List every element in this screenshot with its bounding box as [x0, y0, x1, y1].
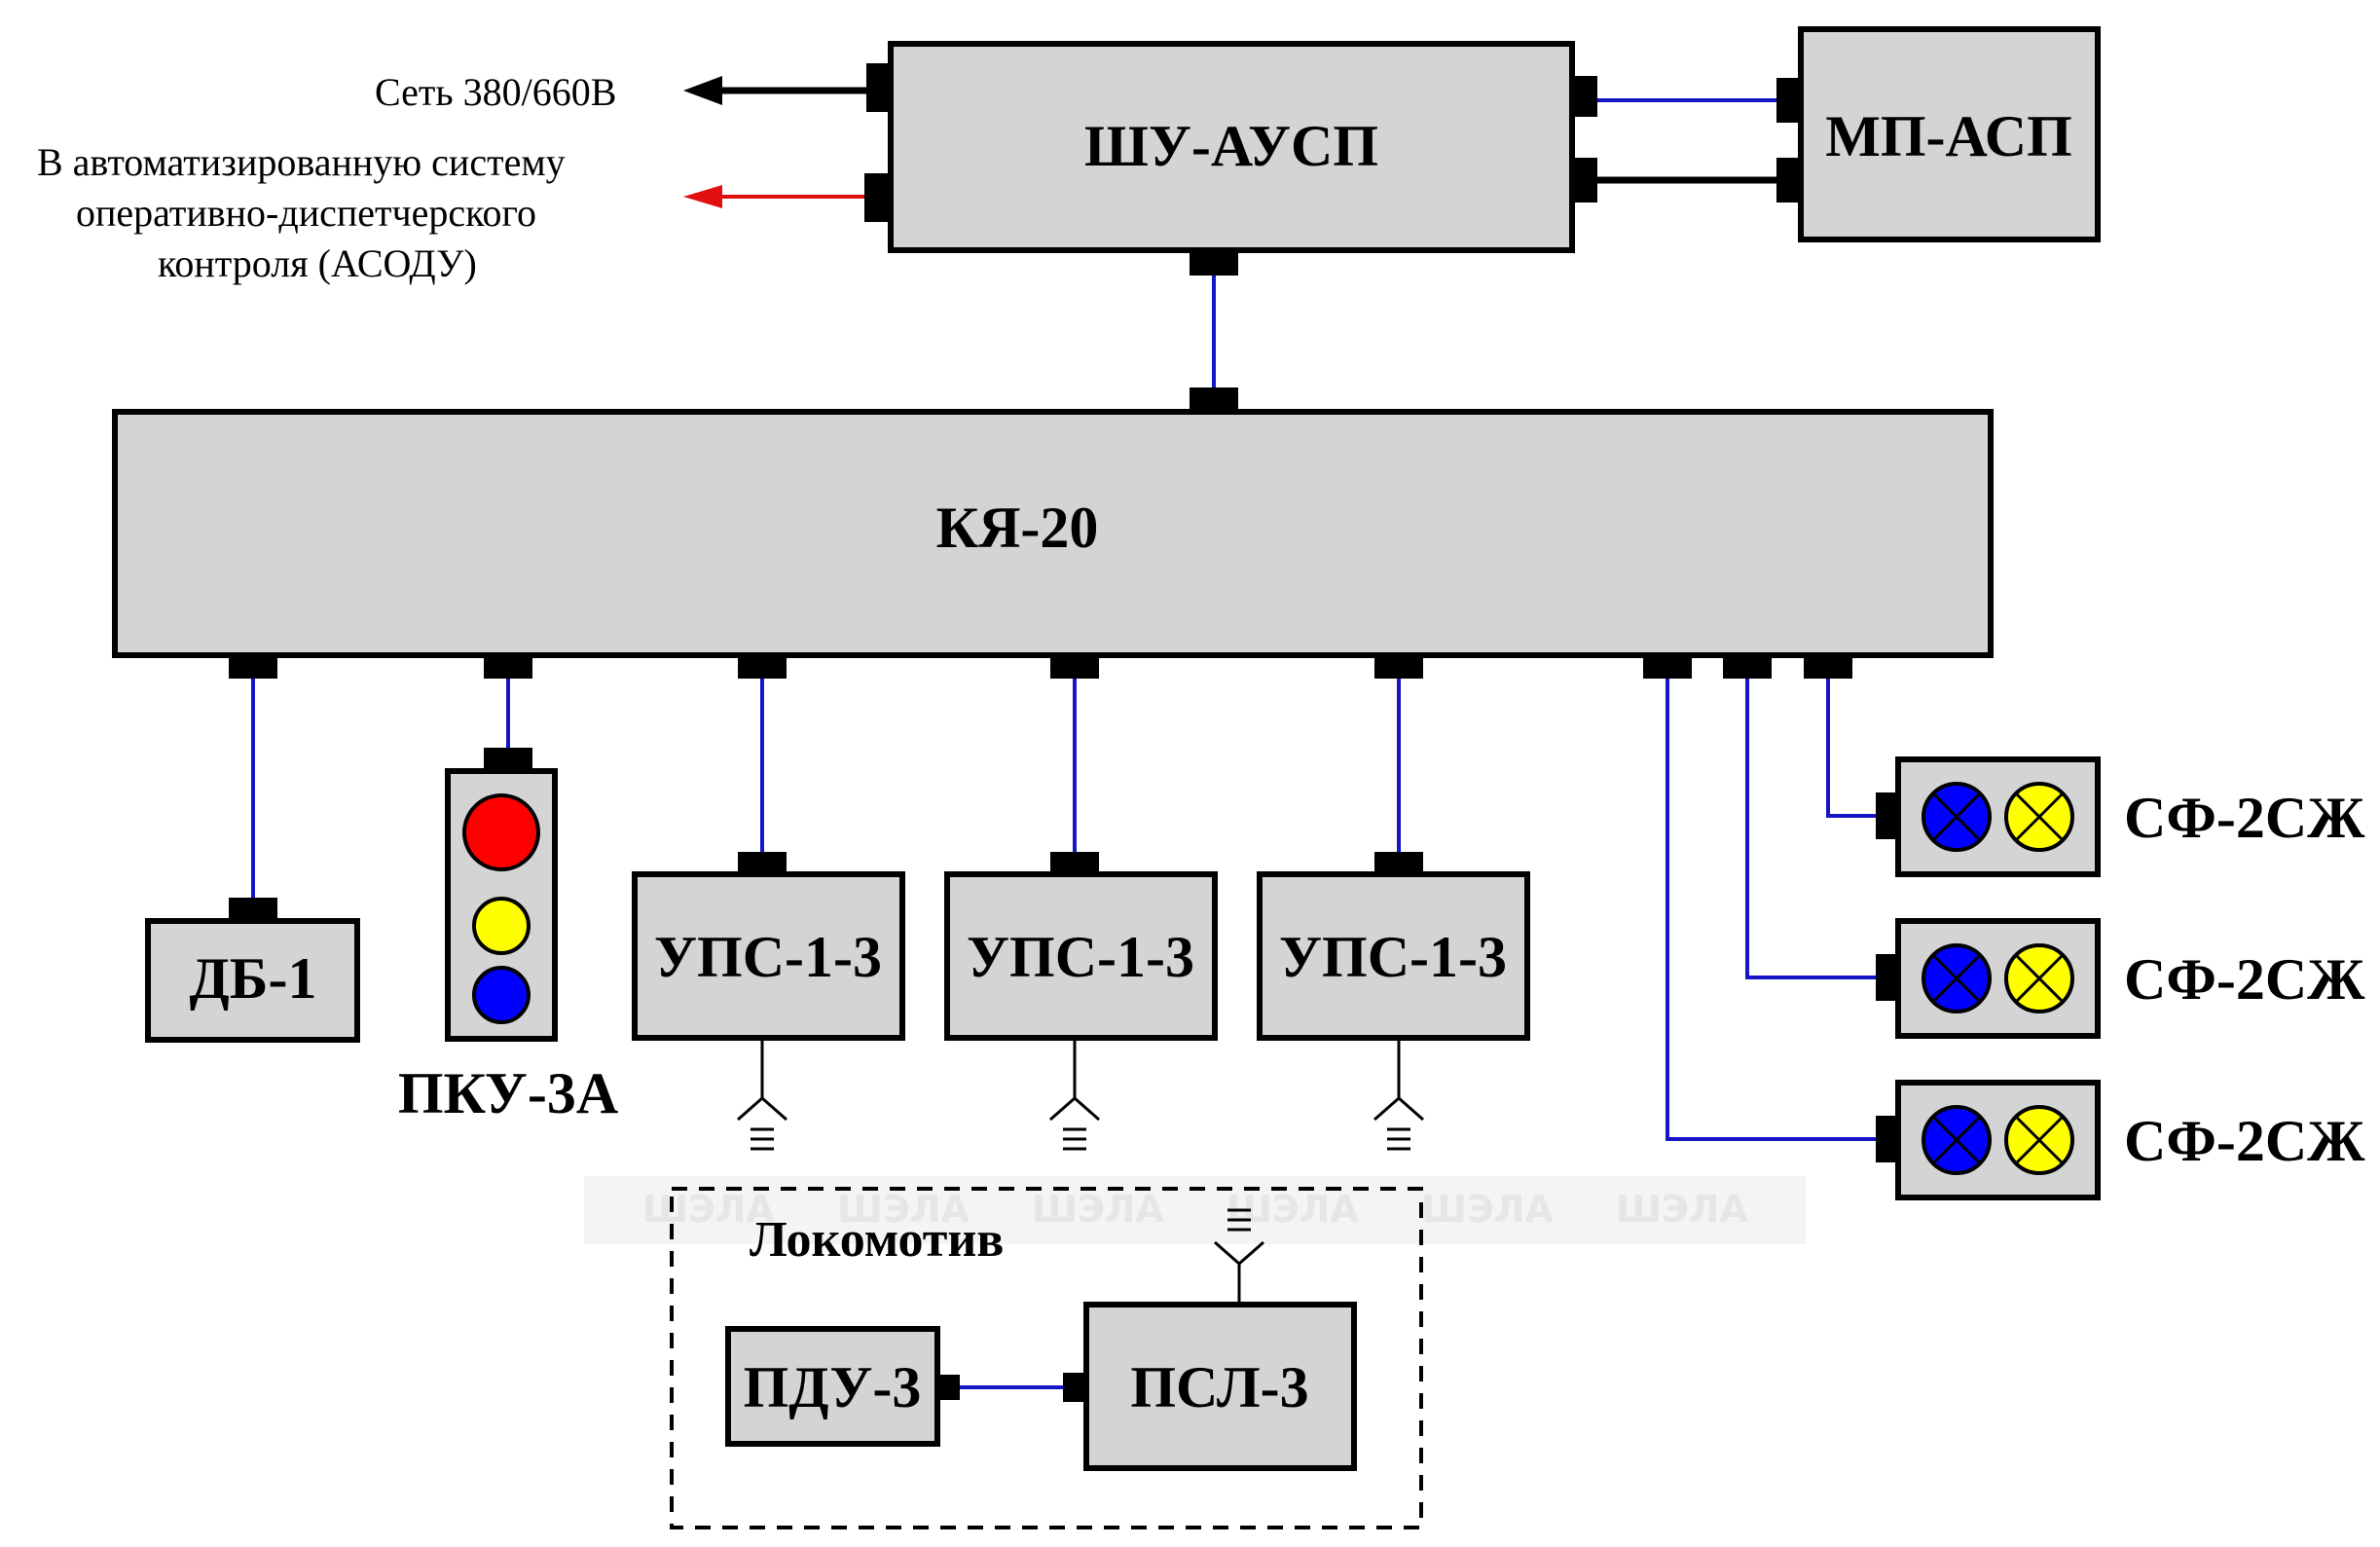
db-1-block: ДБ-1: [145, 898, 360, 1043]
pdu-3-block: ПДУ-3: [725, 1326, 960, 1447]
asodu-label-line-2: оперативно-диспетчерского: [76, 191, 536, 235]
watermark-text-5: ШЭЛА: [1421, 1188, 1554, 1231]
shu-ausp-label: ШУ-АУСП: [1084, 114, 1378, 178]
blue-lamp-icon: [472, 966, 531, 1024]
yellow-lamp-icon: [472, 897, 531, 955]
sf-1-block: [1876, 756, 2101, 877]
kya-sf-2-wire: [1745, 679, 1876, 979]
pku-3a-block: [445, 748, 558, 1042]
ups-3-label: УПС-1-3: [1279, 925, 1507, 989]
shu-mp-connector-2: [1572, 158, 1597, 203]
kya-20-label: КЯ-20: [936, 496, 1099, 560]
ups-2-block: УПС-1-3: [944, 679, 1218, 1151]
kya-connector-db: [229, 655, 277, 679]
watermark-text-6: ШЭЛА: [1616, 1188, 1748, 1231]
asodu-arrow-icon: [683, 185, 722, 208]
shu-ausp-block: ШУ-АУСП: [864, 41, 1597, 276]
locomotive-group: Локомотив ПДУ-3 ПСЛ-3: [670, 1187, 1423, 1529]
psl-connector: [1063, 1373, 1086, 1402]
sf-1-yellow-lamp-icon: [2004, 782, 2074, 852]
kya-connector-sf-2: [1723, 655, 1772, 679]
sf-1-blue-lamp-icon: [1922, 782, 1992, 852]
asodu-label-line-1: В автоматизированную систему: [37, 140, 566, 184]
kya-connector-sf-3: [1643, 655, 1692, 679]
watermark-text-1: ШЭЛА: [642, 1188, 775, 1231]
shu-asodu-connector: [864, 173, 890, 222]
sf-3-label: СФ-2СЖ: [2124, 1109, 2365, 1173]
shu-mp-connector-1: [1572, 76, 1597, 117]
shu-bottom-connector: [1190, 250, 1238, 276]
watermark-text-2: ШЭЛА: [837, 1188, 970, 1231]
kya-connector-ups-2: [1050, 655, 1099, 679]
psl-3-block: ПСЛ-3: [1063, 1302, 1357, 1471]
sf-2-yellow-lamp-icon: [2004, 943, 2074, 1013]
locomotive-label: Локомотив: [750, 1212, 1004, 1268]
pdu-connector: [936, 1375, 960, 1400]
asodu-label-line-3: контроля (АСОДУ): [158, 241, 477, 285]
ups-2-label: УПС-1-3: [967, 925, 1194, 989]
sf-2-blue-lamp-icon: [1922, 943, 1992, 1013]
mp-connector-1: [1776, 78, 1802, 123]
kya-top-connector: [1190, 387, 1238, 413]
sf-3-yellow-lamp-icon: [2004, 1105, 2074, 1175]
db-1-label: ДБ-1: [190, 946, 317, 1011]
mp-asp-label: МП-АСП: [1825, 104, 2072, 168]
db-connector: [229, 898, 277, 921]
kya-20-block: КЯ-20: [112, 387, 1994, 679]
ups-1-block: УПС-1-3: [632, 679, 905, 1151]
watermark-text-3: ШЭЛА: [1032, 1188, 1164, 1231]
sf-2-block: [1876, 918, 2101, 1039]
sf-3-block: [1876, 1080, 2101, 1200]
sf-1-label: СФ-2СЖ: [2124, 786, 2365, 850]
mp-asp-block: МП-АСП: [1776, 26, 2101, 242]
ups-3-block: УПС-1-3: [1257, 679, 1530, 1151]
psl-3-label: ПСЛ-3: [1130, 1355, 1308, 1419]
network-arrow-icon: [683, 76, 722, 105]
ups-1-antenna-icon: [737, 1038, 787, 1151]
kya-sf-1-wire: [1826, 679, 1876, 818]
ups-2-antenna-icon: [1049, 1038, 1100, 1151]
shu-network-connector: [866, 63, 892, 112]
psl-antenna-icon: [1214, 1208, 1264, 1305]
kya-connector-pku: [484, 655, 532, 679]
pdu-3-label: ПДУ-3: [744, 1355, 922, 1419]
pku-connector: [484, 748, 532, 771]
kya-connector-sf-1: [1804, 655, 1852, 679]
ups-3-antenna-icon: [1373, 1038, 1424, 1151]
kya-connector-ups-3: [1374, 655, 1423, 679]
network-label: Сеть 380/660В: [375, 70, 616, 114]
red-lamp-icon: [462, 793, 540, 871]
kya-sf-3-wire: [1666, 679, 1876, 1141]
sf-3-blue-lamp-icon: [1922, 1105, 1992, 1175]
pku-3a-label: ПКУ-3А: [398, 1061, 618, 1125]
sf-2-label: СФ-2СЖ: [2124, 947, 2365, 1012]
kya-connector-ups-1: [738, 655, 787, 679]
mp-connector-2: [1776, 158, 1802, 203]
ups-1-label: УПС-1-3: [654, 925, 882, 989]
